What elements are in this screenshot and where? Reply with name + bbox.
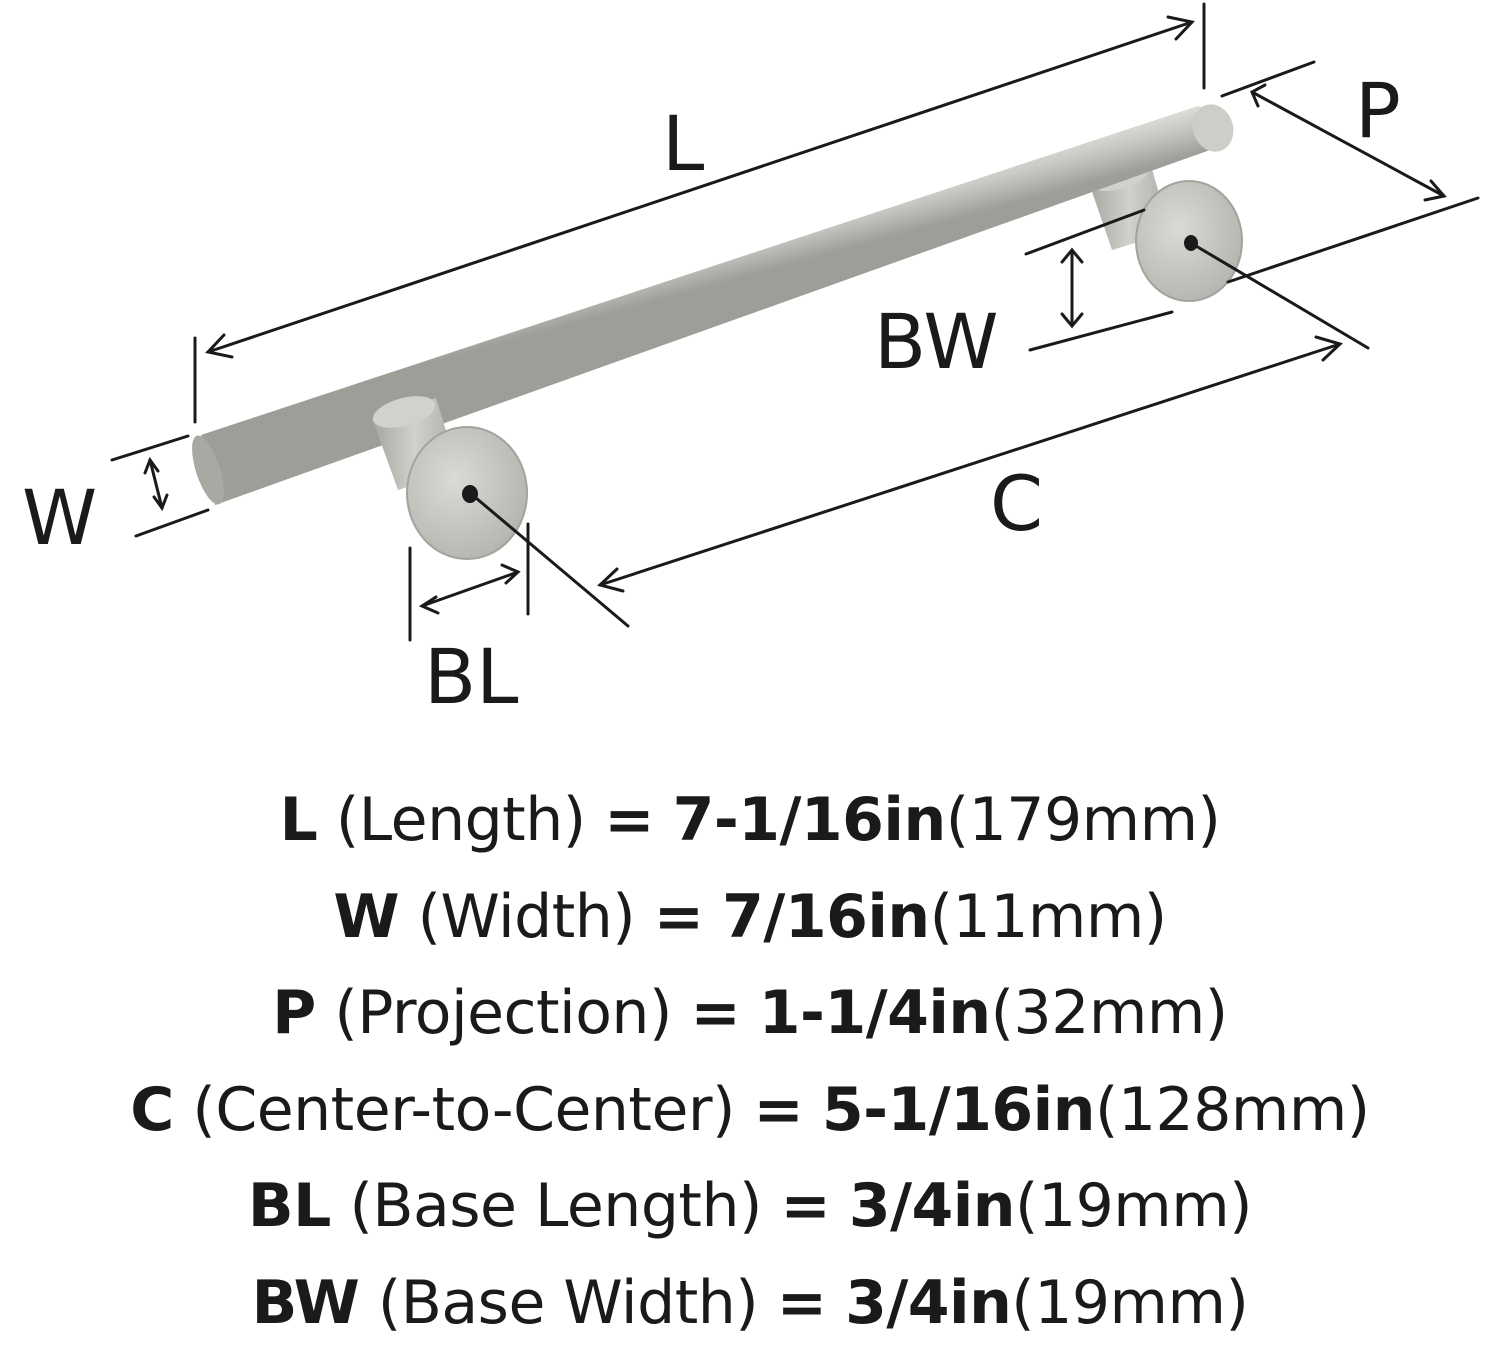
bar-pull-dimension-diagram: L P BW W C BL — [0, 0, 1500, 760]
spec-base-length: BL (Base Length) = 3/4in(19mm) — [0, 1158, 1500, 1255]
spec-imperial: 5-1/16in — [822, 1075, 1095, 1145]
dimension-lines — [112, 4, 1478, 640]
spec-name: (Length) — [336, 785, 586, 855]
spec-equals: = — [780, 1171, 830, 1241]
spec-name: (Projection) — [334, 978, 672, 1048]
spec-code: L — [280, 785, 318, 855]
label-BW: BW — [874, 297, 999, 386]
spec-code: P — [272, 978, 315, 1048]
spec-name: (Base Width) — [378, 1268, 758, 1338]
label-L: L — [662, 99, 704, 188]
bar-rod — [185, 99, 1239, 508]
spec-metric: (19mm) — [1015, 1171, 1252, 1241]
length-dimension — [195, 4, 1204, 422]
spec-name: (Center-to-Center) — [192, 1075, 735, 1145]
projection-dimension — [1222, 62, 1478, 282]
spec-imperial: 7/16in — [722, 882, 929, 952]
bar-pull — [185, 99, 1242, 559]
dimension-spec-list: L (Length) = 7-1/16in(179mm) W (Width) =… — [0, 772, 1500, 1351]
spec-equals: = — [690, 978, 740, 1048]
label-P: P — [1355, 66, 1401, 155]
spec-center-to-center: C (Center-to-Center) = 5-1/16in(128mm) — [0, 1062, 1500, 1159]
spec-base-width: BW (Base Width) = 3/4in(19mm) — [0, 1255, 1500, 1351]
label-W: W — [22, 473, 97, 562]
spec-projection: P (Projection) = 1-1/4in(32mm) — [0, 965, 1500, 1062]
label-BL: BL — [424, 632, 518, 721]
spec-metric: (32mm) — [991, 978, 1228, 1048]
spec-code: BW — [252, 1268, 360, 1338]
spec-equals: = — [654, 882, 704, 952]
right-base — [1136, 181, 1242, 301]
spec-metric: (128mm) — [1095, 1075, 1370, 1145]
spec-metric: (179mm) — [946, 785, 1221, 855]
spec-metric: (19mm) — [1011, 1268, 1248, 1338]
label-C: C — [990, 459, 1043, 548]
spec-code: BL — [248, 1171, 331, 1241]
spec-imperial: 7-1/16in — [673, 785, 946, 855]
spec-code: C — [130, 1075, 174, 1145]
spec-name: (Base Length) — [349, 1171, 761, 1241]
spec-metric: (11mm) — [930, 882, 1167, 952]
left-base — [407, 427, 527, 559]
spec-code: W — [333, 882, 399, 952]
spec-length: L (Length) = 7-1/16in(179mm) — [0, 772, 1500, 869]
spec-imperial: 1-1/4in — [759, 978, 991, 1048]
spec-imperial: 3/4in — [845, 1268, 1011, 1338]
spec-equals: = — [754, 1075, 804, 1145]
spec-width: W (Width) = 7/16in(11mm) — [0, 869, 1500, 966]
spec-name: (Width) — [418, 882, 636, 952]
spec-imperial: 3/4in — [849, 1171, 1015, 1241]
spec-equals: = — [604, 785, 654, 855]
spec-equals: = — [777, 1268, 827, 1338]
